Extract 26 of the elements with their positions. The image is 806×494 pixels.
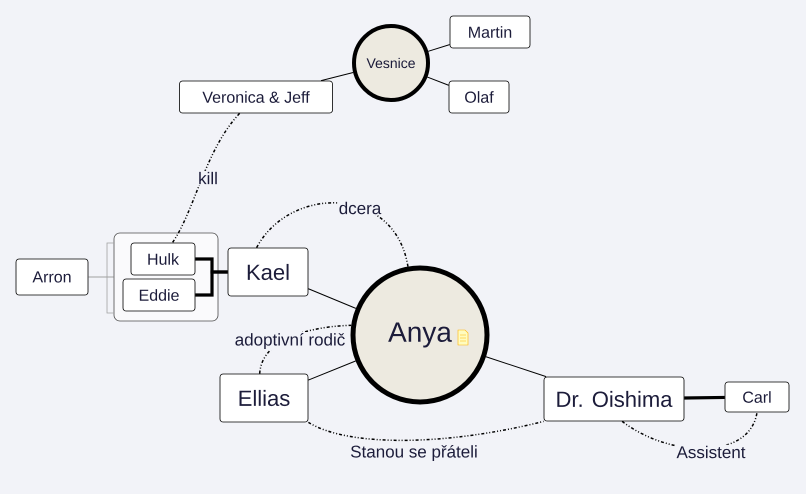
topic-box: Kael	[228, 248, 308, 296]
topic-box: Ellias	[220, 374, 308, 422]
edge-label: adoptivní rodič	[234, 332, 346, 350]
connector-line	[684, 396, 725, 400]
edge-label: kill	[197, 170, 219, 186]
connector-line	[426, 76, 450, 86]
connector-line	[486, 356, 547, 378]
edge-label: Stanou se přáteli	[349, 444, 479, 462]
edge-label: dcera	[338, 200, 382, 216]
connector-line	[428, 44, 450, 52]
relation-line	[172, 112, 240, 243]
topic-box: Martin	[450, 16, 530, 48]
connector-line	[308, 360, 356, 381]
topic-box: Carl	[724, 382, 790, 412]
topic-box: Eddie	[122, 278, 196, 312]
topic-box: Olaf	[448, 80, 510, 114]
connector-line	[308, 288, 356, 309]
connector-line	[195, 270, 228, 297]
connector-line	[88, 276, 114, 278]
connector-line	[320, 72, 354, 82]
relation-line	[308, 420, 544, 442]
topic-box: Dr. Oishima	[544, 376, 684, 422]
topic-box: Arron	[16, 258, 88, 296]
edge-label: Assistent	[676, 444, 746, 460]
topic-box: Veronica & Jeff	[179, 80, 333, 114]
topic-box: Hulk	[130, 242, 196, 276]
